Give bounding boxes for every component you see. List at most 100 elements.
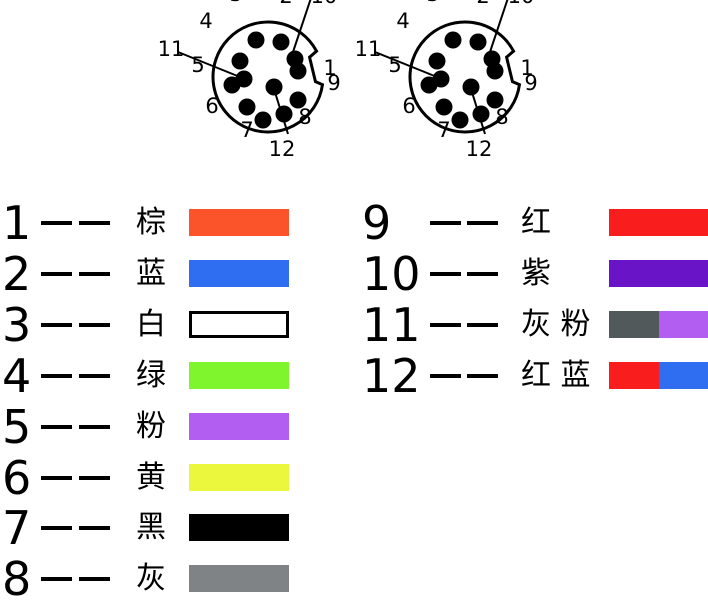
swatch-segment [659, 311, 708, 338]
pin-number: 7 [2, 508, 31, 548]
pin-label-7: 7 [240, 118, 253, 142]
pin-6 [239, 99, 256, 116]
pin-label-4: 4 [199, 9, 212, 33]
pin-label-3: 3 [426, 0, 439, 6]
pin-7 [452, 112, 469, 129]
wire-color-name: 粉 [136, 407, 166, 447]
dash-separator [467, 272, 498, 276]
dash-separator [430, 323, 461, 327]
pin-label-12: 12 [466, 137, 493, 161]
wire-color-swatch [609, 311, 708, 338]
dash-separator [79, 425, 110, 429]
dash-separator [430, 374, 461, 378]
dash-separator [41, 577, 72, 581]
connector-2: 123456789101112 [355, 0, 538, 161]
pin-number: 9 [362, 203, 391, 243]
legend-row-10: 10 紫 [0, 254, 708, 294]
pin-11 [433, 71, 450, 88]
pin-label-8: 8 [495, 105, 508, 129]
pin-11 [236, 71, 253, 88]
pin-label-4: 4 [396, 9, 409, 33]
pin-number: 10 [362, 254, 421, 294]
pin-12 [463, 79, 480, 96]
pin-label-9: 9 [524, 71, 537, 95]
wire-color-name: 红 [521, 203, 551, 243]
dash-separator [430, 221, 461, 225]
swatch-segment [189, 565, 289, 592]
wire-color-name: 红 蓝 [521, 356, 591, 396]
dash-separator [41, 526, 72, 530]
wire-color-name: 黑 [136, 508, 166, 548]
wire-color-swatch [189, 464, 289, 491]
swatch-segment [609, 260, 708, 287]
dash-separator [79, 476, 110, 480]
pin-2 [273, 34, 290, 51]
pin-number: 8 [2, 559, 31, 599]
pin-12 [266, 79, 283, 96]
pin-label-11: 11 [355, 37, 382, 61]
pin-label-12: 12 [269, 137, 296, 161]
swatch-segment [609, 209, 708, 236]
swatch-segment [609, 362, 659, 389]
dash-separator [79, 577, 110, 581]
wire-color-swatch [189, 514, 289, 541]
pin-number: 6 [2, 458, 31, 498]
pin-label-11: 11 [158, 37, 185, 61]
wire-color-name: 灰 [136, 559, 166, 599]
pin-11-leader-line [375, 52, 437, 77]
swatch-segment [609, 311, 659, 338]
dash-separator [430, 272, 461, 276]
pin-3 [445, 32, 462, 49]
wire-color-name: 黄 [136, 458, 166, 498]
wire-color-swatch [609, 362, 708, 389]
dash-separator [41, 425, 72, 429]
pin-label-6: 6 [205, 94, 218, 118]
dash-separator [467, 374, 498, 378]
pin-10 [484, 51, 501, 68]
swatch-segment [659, 362, 708, 389]
pin-label-7: 7 [437, 118, 450, 142]
pin-7 [255, 112, 272, 129]
swatch-segment [189, 413, 289, 440]
swatch-segment [189, 514, 289, 541]
legend-row-11: 11 灰 粉 [0, 305, 708, 345]
pin-label-3: 3 [229, 0, 242, 6]
pin-11-leader-line [178, 52, 240, 77]
dash-separator [467, 323, 498, 327]
pin-label-5: 5 [191, 53, 204, 77]
pin-10 [287, 51, 304, 68]
pin-number: 12 [362, 356, 421, 396]
dash-separator [41, 476, 72, 480]
wire-color-swatch [189, 565, 289, 592]
pin-6 [436, 99, 453, 116]
wire-color-name: 紫 [521, 254, 551, 294]
pin-4 [429, 53, 446, 70]
pin-3 [248, 32, 265, 49]
pin-label-9: 9 [327, 71, 340, 95]
pin-label-2: 2 [279, 0, 292, 8]
pin-4 [232, 53, 249, 70]
dash-separator [79, 526, 110, 530]
legend-row-12: 12 红 蓝 [0, 356, 708, 396]
pin-label-5: 5 [388, 53, 401, 77]
wire-color-swatch [189, 413, 289, 440]
pin-number: 5 [2, 407, 31, 447]
pin-label-6: 6 [402, 94, 415, 118]
wire-color-swatch [609, 209, 708, 236]
pin-2 [470, 34, 487, 51]
dash-separator [467, 221, 498, 225]
connector-1: 123456789101112 [158, 0, 341, 161]
pin-label-8: 8 [298, 105, 311, 129]
wire-color-swatch [609, 260, 708, 287]
wire-color-name: 灰 粉 [521, 305, 591, 345]
pin-number: 11 [362, 305, 421, 345]
connector-diagrams: 123456789101112123456789101112 [0, 0, 708, 200]
pin-label-10: 10 [508, 0, 535, 8]
pin-label-2: 2 [476, 0, 489, 8]
swatch-segment [189, 464, 289, 491]
